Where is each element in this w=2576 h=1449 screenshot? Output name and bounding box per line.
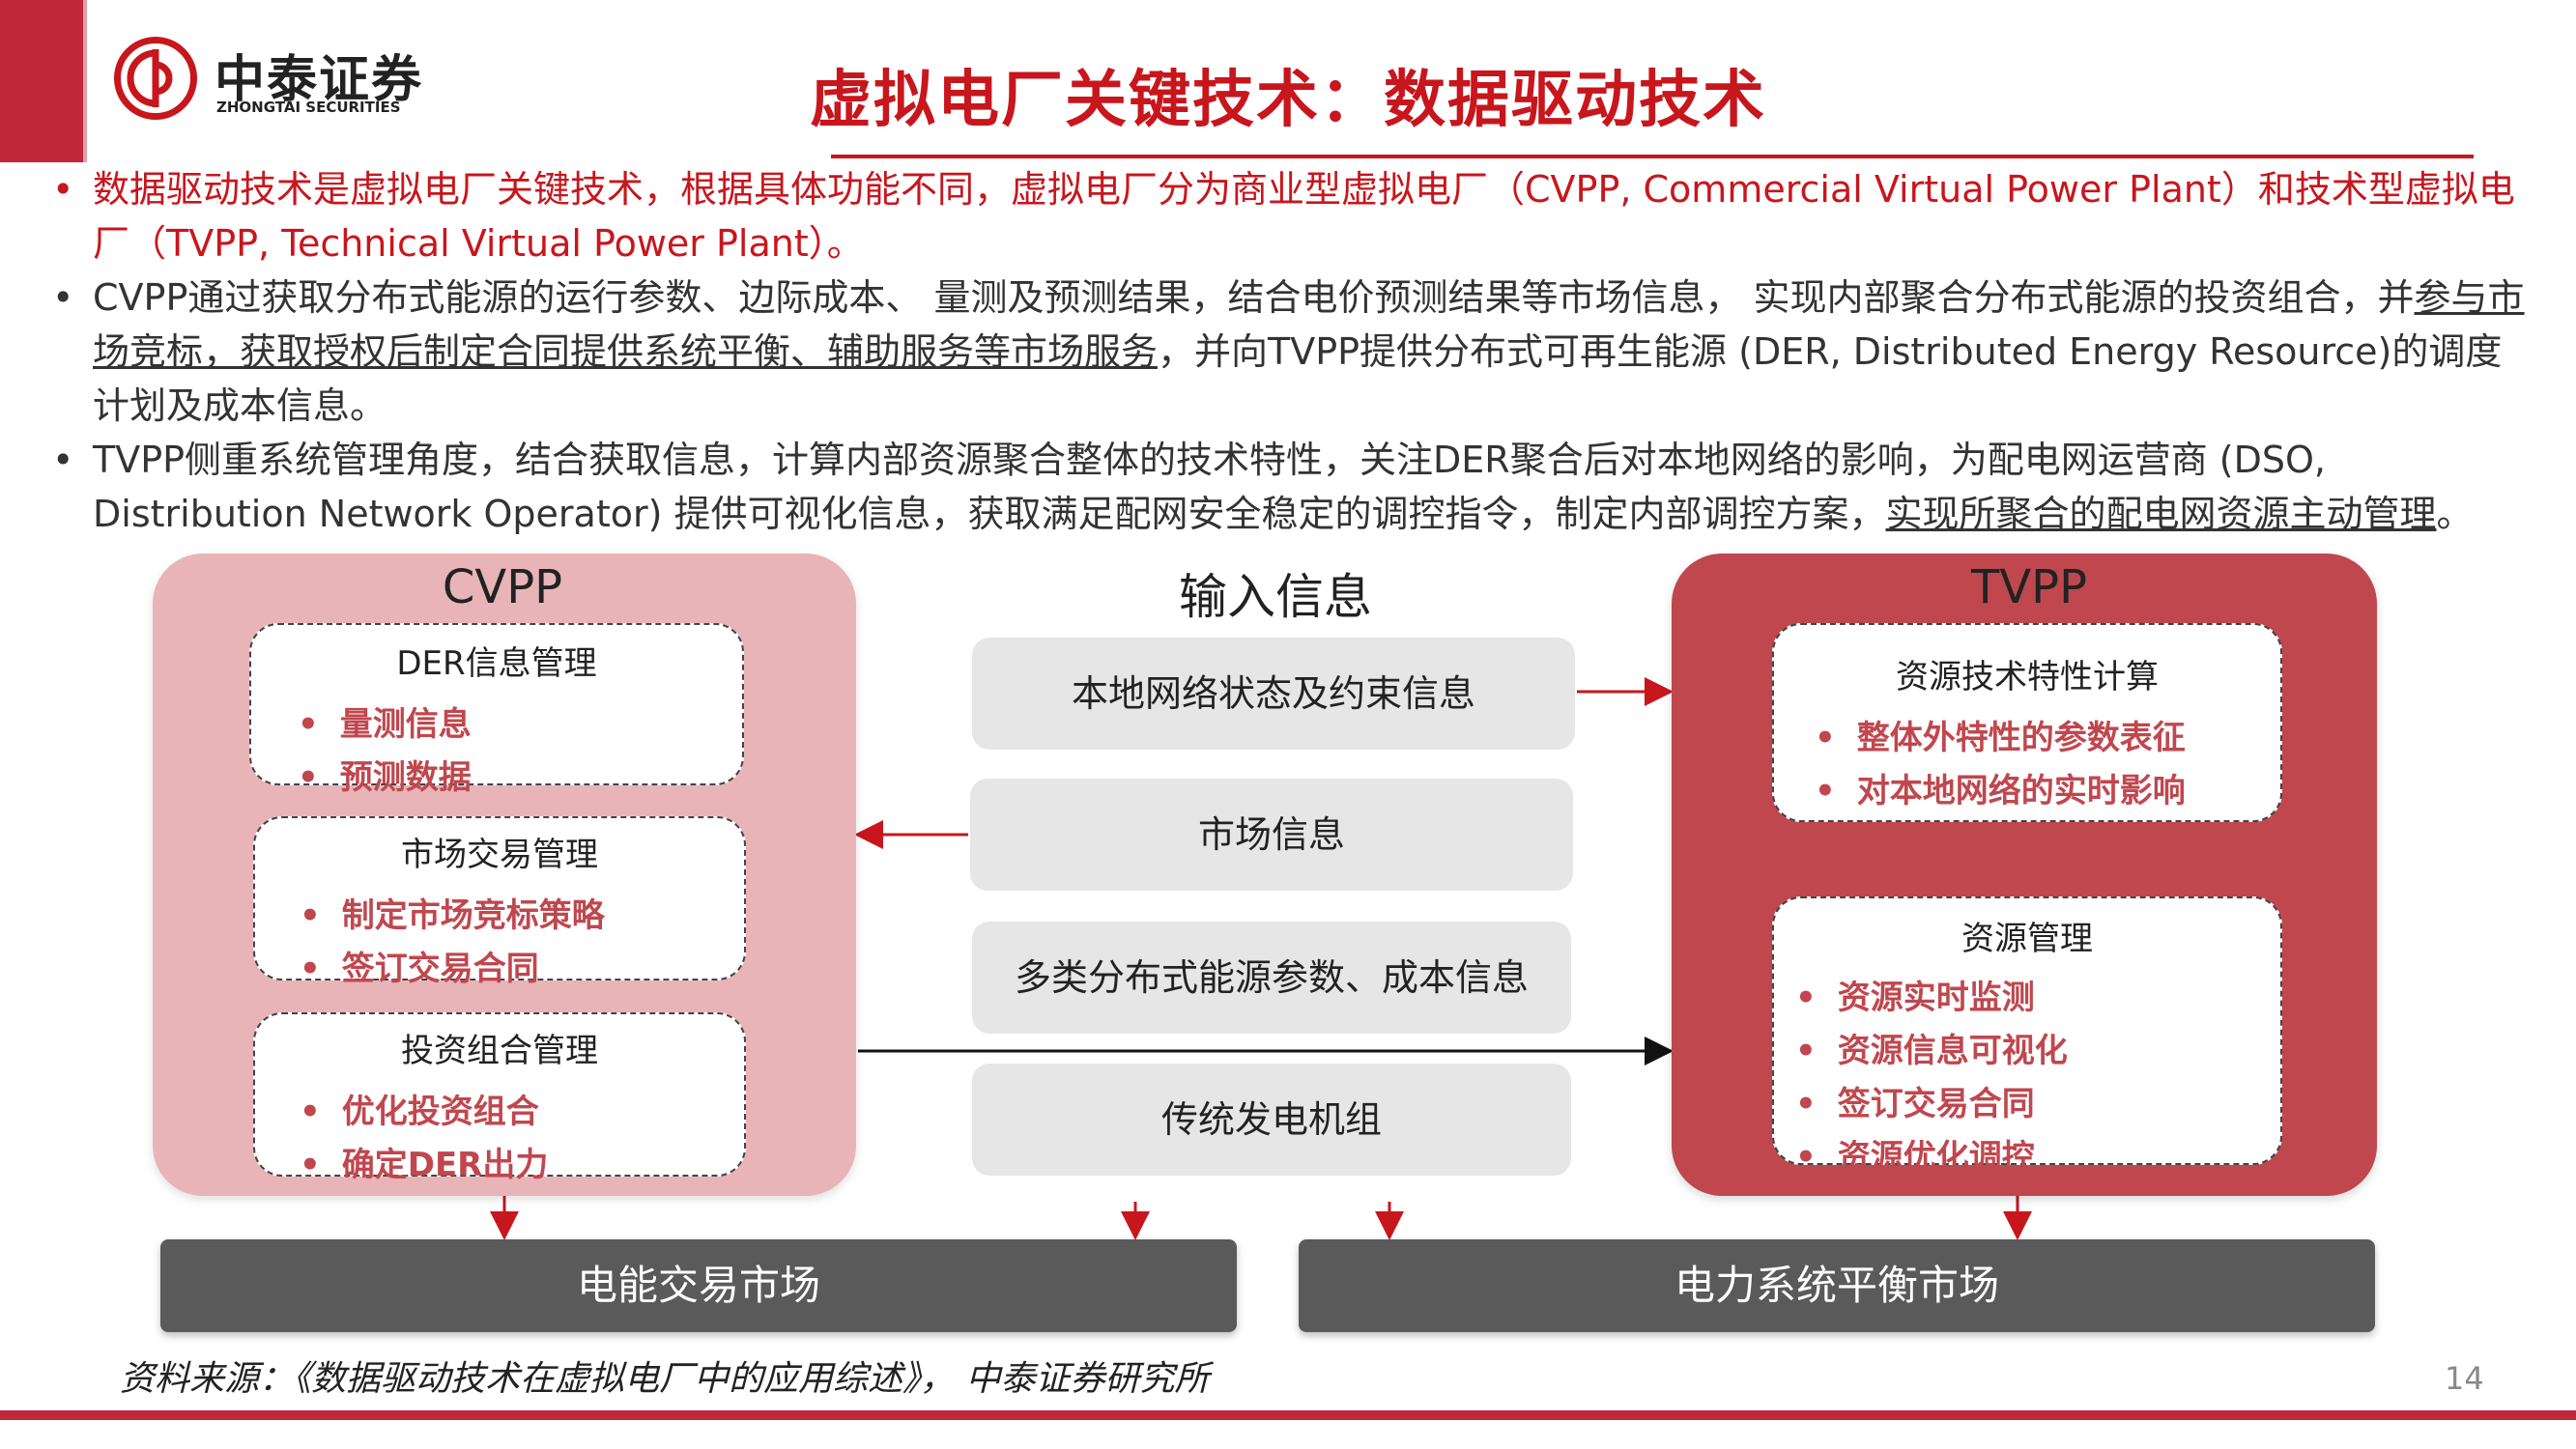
tvpp-title: TVPP bbox=[1970, 560, 2088, 614]
bullet-2: • CVPP通过获取分布式能源的运行参数、边际成本、 量测及预测结果，结合电价预… bbox=[52, 270, 2526, 433]
resource-tech-item: •整体外特性的参数表征 bbox=[1815, 719, 2186, 757]
portfolio-item: •优化投资组合 bbox=[300, 1093, 539, 1131]
bullet-3-text-b: 。 bbox=[2436, 493, 2474, 535]
bullet-dot: • bbox=[52, 276, 74, 319]
company-logo: 中泰证券 ZHONGTAI SECURITIES bbox=[114, 37, 462, 124]
bullet-dot: • bbox=[52, 439, 74, 481]
resource-mgmt-item: •签订交易合同 bbox=[1795, 1085, 2035, 1123]
bullet-3-text-a: TVPP侧重系统管理角度，结合获取信息，计算内部资源聚合整体的技术特性，关注DE… bbox=[93, 439, 2326, 535]
market-trade-item: •制定市场竞标策略 bbox=[300, 896, 605, 935]
source-note: 资料来源：《数据驱动技术在虚拟电厂中的应用综述》， 中泰证券研究所 bbox=[120, 1359, 1210, 1399]
input-info-title: 输入信息 bbox=[1179, 569, 1372, 625]
left-accent-bar bbox=[0, 0, 83, 162]
title-underline bbox=[831, 155, 2474, 158]
market-trade-box: 市场交易管理 •制定市场竞标策略 •签订交易合同 bbox=[253, 816, 746, 988]
bullet-3-underlined: 实现所聚合的配电网资源主动管理 bbox=[1885, 493, 2437, 535]
page-number: 14 bbox=[2445, 1360, 2484, 1397]
resource-mgmt-box: 资源管理 •资源实时监测 •资源信息可视化 •签订交易合同 •资源优化调控 bbox=[1772, 896, 2282, 1177]
bullet-dot: • bbox=[52, 168, 74, 211]
resource-mgmt-title: 资源管理 bbox=[1961, 920, 2093, 958]
market-trade-title: 市场交易管理 bbox=[401, 836, 598, 874]
bullet-1: • 数据驱动技术是虚拟电厂关键技术，根据具体功能不同，虚拟电厂分为商业型虚拟电厂… bbox=[52, 162, 2526, 270]
der-info-item: •预测数据 bbox=[298, 758, 472, 797]
logo-name: 中泰证券 bbox=[215, 51, 424, 109]
bullet-2-text-b: ，并向TVPP提供分布式可再生能源 (DER, Distributed Ener… bbox=[93, 330, 2503, 427]
portfolio-item: •确定DER出力 bbox=[300, 1146, 549, 1184]
bullet-1-text: 数据驱动技术是虚拟电厂关键技术，根据具体功能不同，虚拟电厂分为商业型虚拟电厂（C… bbox=[93, 168, 2515, 265]
input-item-market-info: 市场信息 bbox=[970, 779, 1573, 891]
resource-mgmt-item: •资源优化调控 bbox=[1795, 1138, 2035, 1177]
left-accent-line bbox=[83, 0, 87, 162]
portfolio-box: 投资组合管理 •优化投资组合 •确定DER出力 bbox=[253, 1012, 746, 1184]
bottom-rule bbox=[0, 1410, 2576, 1420]
bullet-3: • TVPP侧重系统管理角度，结合获取信息，计算内部资源聚合整体的技术特性，关注… bbox=[52, 433, 2526, 541]
der-info-title: DER信息管理 bbox=[396, 644, 597, 683]
der-info-item: •量测信息 bbox=[298, 705, 472, 744]
input-item-conventional-gen: 传统发电机组 bbox=[972, 1064, 1571, 1176]
logo-emblem-icon bbox=[114, 37, 197, 120]
resource-tech-item: •对本地网络的实时影响 bbox=[1815, 772, 2186, 810]
logo-subtitle: ZHONGTAI SECURITIES bbox=[216, 99, 401, 116]
resource-tech-title: 资源技术特性计算 bbox=[1896, 658, 2159, 696]
bullet-2-text-a: CVPP通过获取分布式能源的运行参数、边际成本、 量测及预测结果，结合电价预测结… bbox=[93, 276, 2415, 319]
resource-tech-box: 资源技术特性计算 •整体外特性的参数表征 •对本地网络的实时影响 bbox=[1772, 623, 2282, 822]
energy-trading-market: 电能交易市场 bbox=[160, 1239, 1237, 1332]
portfolio-title: 投资组合管理 bbox=[401, 1032, 598, 1070]
resource-mgmt-item: •资源信息可视化 bbox=[1795, 1032, 2068, 1070]
input-item-local-network: 本地网络状态及约束信息 bbox=[972, 638, 1575, 750]
cvpp-title: CVPP bbox=[442, 560, 563, 614]
bullet-list: • 数据驱动技术是虚拟电厂关键技术，根据具体功能不同，虚拟电厂分为商业型虚拟电厂… bbox=[52, 162, 2526, 541]
page-title: 虚拟电厂关键技术：数据驱动技术 bbox=[810, 65, 1766, 136]
input-item-der-params: 多类分布式能源参数、成本信息 bbox=[972, 922, 1571, 1034]
market-trade-item: •签订交易合同 bbox=[300, 950, 539, 988]
balancing-market: 电力系统平衡市场 bbox=[1299, 1239, 2375, 1332]
bullet-2-underlined: 参与市场竞标，获取授权后制定合同提供系统平衡、辅助服务等市场服务 bbox=[93, 276, 2525, 373]
resource-mgmt-item: •资源实时监测 bbox=[1795, 979, 2035, 1017]
der-info-box: DER信息管理 •量测信息 •预测数据 bbox=[249, 623, 744, 797]
